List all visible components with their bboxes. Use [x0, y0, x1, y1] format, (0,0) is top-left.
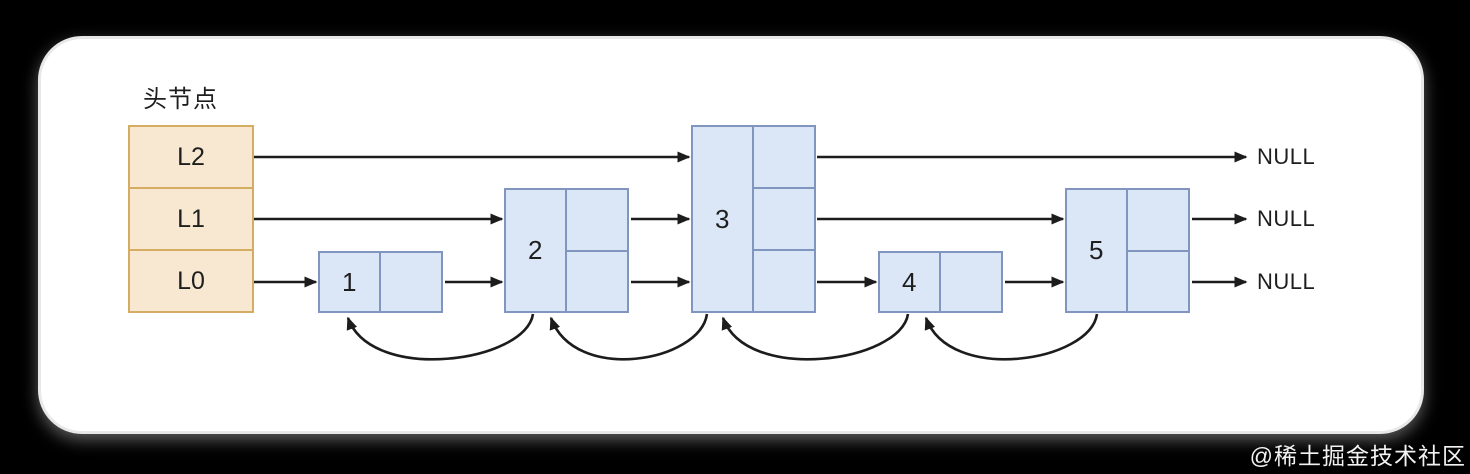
null-label-l0: NULL [1257, 269, 1316, 294]
node-pointer-cells [381, 253, 442, 311]
node-pointer-cells [566, 190, 628, 312]
node-pointer-cells [941, 253, 1002, 311]
pointer-cell-l0 [753, 249, 814, 311]
head-level-l0: L0 [130, 249, 252, 311]
node-3: 3 [691, 125, 816, 313]
node-value-cell: 3 [693, 127, 754, 311]
node-value-cell: 5 [1067, 190, 1128, 311]
watermark: @稀土掘金技术社区 [1249, 443, 1466, 469]
node-pointer-cells [1127, 190, 1189, 312]
head-level-l1: L1 [130, 187, 252, 249]
pointer-cell-l0 [1127, 249, 1188, 312]
node-2: 2 [504, 188, 629, 313]
node-value-cell: 2 [506, 190, 567, 311]
node-5: 5 [1065, 188, 1190, 313]
pointer-cell-l1 [753, 187, 814, 249]
pointer-cell-l1 [1128, 190, 1189, 250]
head-node-title: 头节点 [143, 86, 218, 113]
node-1: 1 [318, 251, 443, 313]
pointer-cell-l0 [381, 253, 442, 311]
head-level-l2: L2 [177, 142, 205, 171]
pointer-cell-l0 [941, 253, 1002, 311]
node-4: 4 [878, 251, 1003, 313]
node-value-cell: 4 [880, 253, 941, 311]
null-label-l2: NULL [1257, 144, 1316, 169]
head-node: L2 L1 L0 [128, 125, 254, 313]
pointer-cell-l1 [567, 190, 628, 250]
node-value-cell: 1 [320, 253, 381, 311]
pointer-cell-l2 [754, 127, 815, 187]
pointer-cell-l0 [566, 249, 627, 312]
node-pointer-cells [753, 127, 815, 311]
null-label-l1: NULL [1257, 206, 1316, 231]
